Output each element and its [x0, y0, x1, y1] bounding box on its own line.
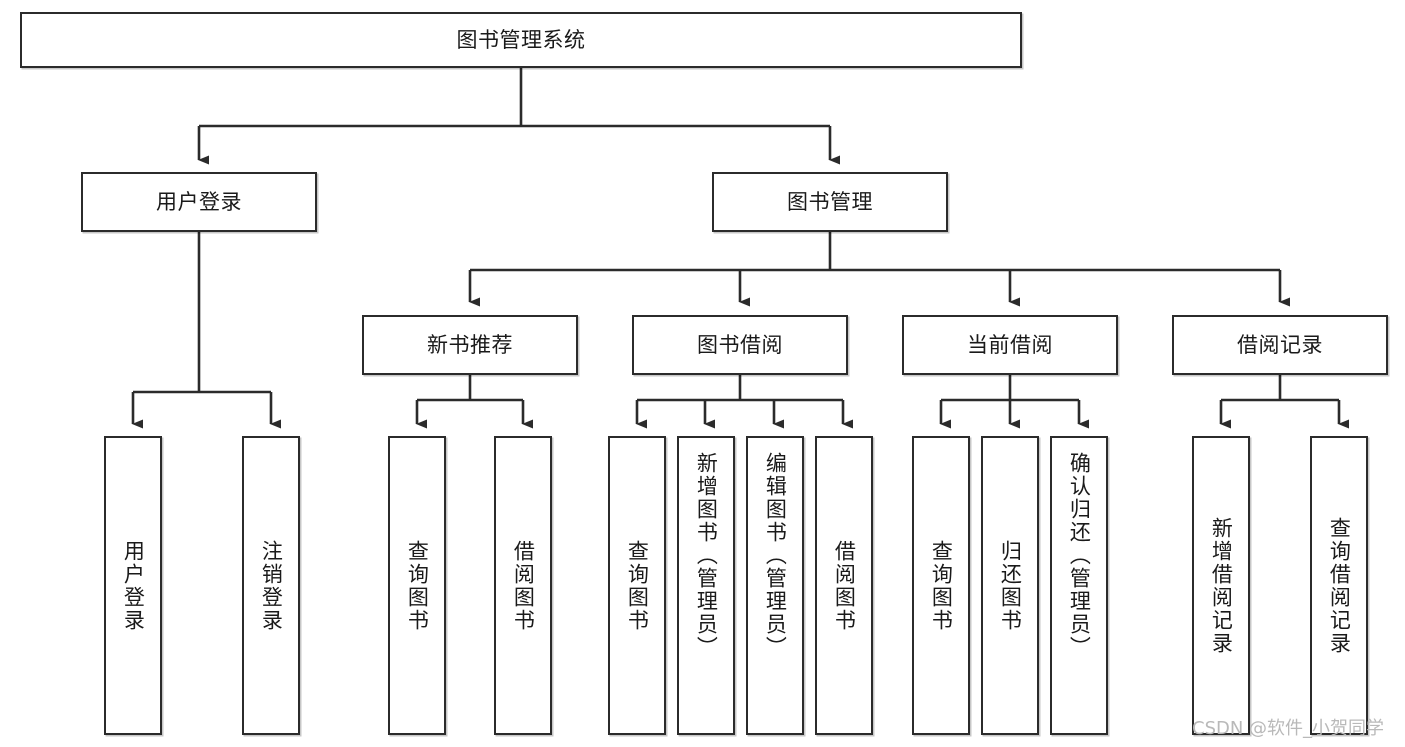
node-label: 注销登录	[259, 539, 284, 632]
node-label: 查询图书	[625, 539, 650, 632]
node-user-login[interactable]: 用户登录	[81, 172, 317, 232]
node-book-borrow[interactable]: 图书借阅	[632, 315, 848, 375]
node-leaf-user-login[interactable]: 用户登录	[104, 436, 162, 735]
node-leaf-return-book[interactable]: 归还图书	[981, 436, 1039, 735]
node-label: 用户登录	[121, 539, 146, 632]
node-leaf-edit-book-admin[interactable]: 编辑图书（管理员）	[746, 436, 804, 735]
node-label: 新增借阅记录	[1209, 516, 1234, 655]
node-label: 确认归还（管理员）	[1067, 452, 1092, 659]
node-leaf-query-book-current[interactable]: 查询图书	[912, 436, 970, 735]
node-borrow-record[interactable]: 借阅记录	[1172, 315, 1388, 375]
node-label: 图书管理	[787, 189, 873, 214]
node-label: 图书管理系统	[456, 27, 586, 52]
node-label: 新书推荐	[427, 332, 513, 357]
node-current-borrow[interactable]: 当前借阅	[902, 315, 1118, 375]
node-label: 借阅图书	[832, 539, 857, 632]
node-label: 借阅记录	[1237, 332, 1323, 357]
node-leaf-add-borrow-record[interactable]: 新增借阅记录	[1192, 436, 1250, 735]
node-leaf-logout[interactable]: 注销登录	[242, 436, 300, 735]
node-label: 当前借阅	[967, 332, 1053, 357]
node-label: 图书借阅	[697, 332, 783, 357]
node-label: 查询借阅记录	[1327, 516, 1352, 655]
node-new-book-recommend[interactable]: 新书推荐	[362, 315, 578, 375]
node-leaf-borrow-book[interactable]: 借阅图书	[815, 436, 873, 735]
node-label: 查询图书	[405, 539, 430, 632]
csdn-watermark: CSDN @软件_小贺同学	[1192, 718, 1385, 739]
node-leaf-borrow-book-recommend[interactable]: 借阅图书	[494, 436, 552, 735]
node-leaf-query-book-recommend[interactable]: 查询图书	[388, 436, 446, 735]
node-leaf-confirm-return-admin[interactable]: 确认归还（管理员）	[1050, 436, 1108, 735]
node-label: 借阅图书	[511, 539, 536, 632]
node-leaf-query-borrow-record[interactable]: 查询借阅记录	[1310, 436, 1368, 735]
node-leaf-add-book-admin[interactable]: 新增图书（管理员）	[677, 436, 735, 735]
node-label: 归还图书	[998, 539, 1023, 632]
node-label: 编辑图书（管理员）	[763, 452, 788, 659]
node-label: 用户登录	[156, 189, 242, 214]
node-label: 查询图书	[929, 539, 954, 632]
node-root-system[interactable]: 图书管理系统	[20, 12, 1022, 68]
node-label: 新增图书（管理员）	[694, 452, 719, 659]
node-book-management[interactable]: 图书管理	[712, 172, 948, 232]
node-leaf-query-book-borrow[interactable]: 查询图书	[608, 436, 666, 735]
